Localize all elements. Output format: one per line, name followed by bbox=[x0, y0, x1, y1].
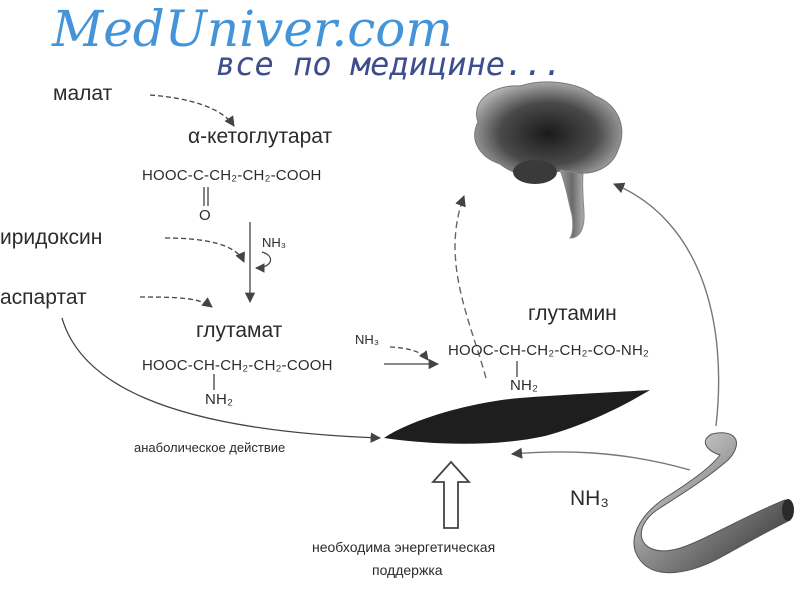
formula-glutamate-nh2: NH₂ bbox=[205, 391, 234, 408]
formula-nh3-pyridoxine: NH₃ bbox=[262, 235, 287, 250]
formula-glutamate: HOOC-CH-CH₂-CH₂-COOH bbox=[142, 357, 333, 374]
label-pyridoxine: иридоксин bbox=[0, 226, 103, 249]
formula-nh3-to-glutamine: NH₃ bbox=[355, 332, 380, 347]
label-energy-support-line1: необходима энергетическая bbox=[312, 539, 496, 555]
brain-illustration bbox=[474, 81, 623, 239]
arrow-malate-to-akg bbox=[149, 94, 235, 127]
arrow-gut-to-muscle bbox=[510, 447, 691, 471]
label-glutamate: глутамат bbox=[196, 319, 283, 342]
energy-support-arrow bbox=[430, 460, 472, 529]
arrow-aspartate-anabolic bbox=[61, 317, 382, 443]
label-aspartate: аспартат bbox=[0, 286, 87, 309]
intestine-illustration bbox=[633, 432, 794, 574]
label-malate: малат bbox=[53, 82, 113, 105]
formula-glutamine-nh2: NH₂ bbox=[510, 377, 539, 394]
label-energy-support-line2: поддержка bbox=[372, 562, 443, 578]
arrow-gut-to-brain bbox=[612, 182, 720, 427]
muscle-illustration bbox=[384, 390, 650, 444]
formula-alpha-ketoglutarate: HOOC-C-CH₂-CH₂-COOH bbox=[142, 167, 322, 184]
arrow-aspartate-to-glutamate bbox=[139, 296, 213, 308]
arrow-nh3-to-glutamine bbox=[389, 346, 429, 361]
watermark-subtitle: все по медицине... bbox=[216, 45, 563, 83]
formula-akg-oxygen: O bbox=[199, 207, 211, 224]
formula-glutamine: HOOC-CH-CH₂-CH₂-CO-NH₂ bbox=[448, 342, 650, 359]
label-glutamine: глутамин bbox=[528, 302, 617, 325]
watermark-title[interactable]: MedUniver.com bbox=[52, 0, 453, 58]
arrow-nh3-curl bbox=[255, 251, 272, 273]
formula-nh3-gut: NH₃ bbox=[570, 487, 609, 510]
arrow-pyridoxine bbox=[164, 237, 245, 263]
label-alpha-ketoglutarate: α-кетоглутарат bbox=[188, 125, 333, 148]
label-anabolic-action: анаболическое действие bbox=[134, 440, 286, 455]
arrow-glutamine-to-brain bbox=[454, 194, 487, 379]
